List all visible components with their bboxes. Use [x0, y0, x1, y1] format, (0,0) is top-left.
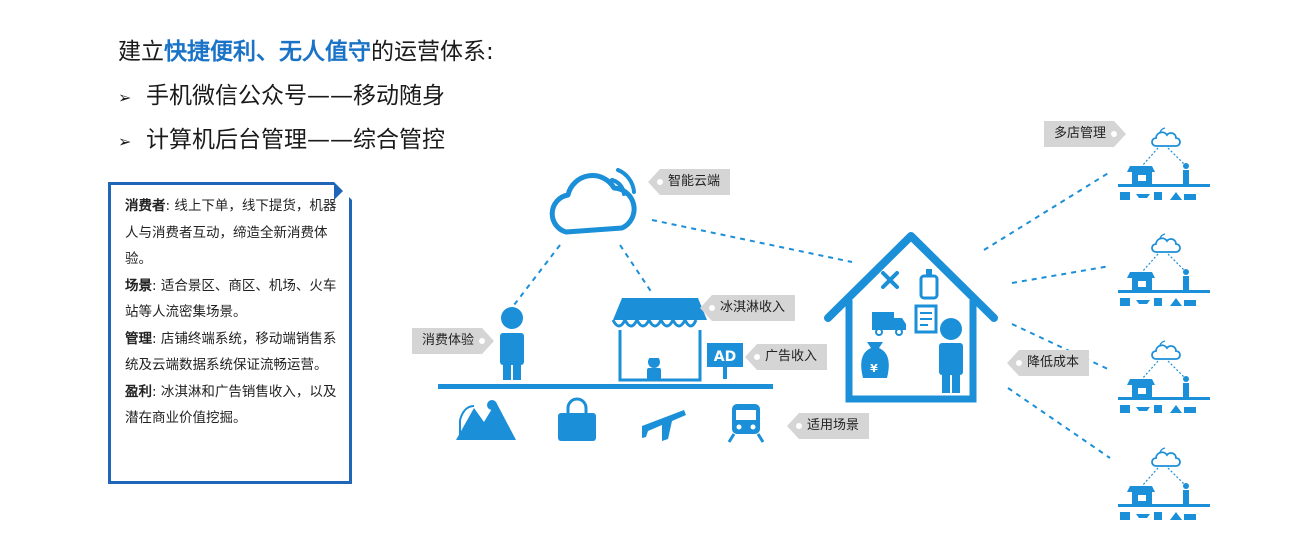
bullet-backend: ➢ 计算机后台管理——综合管控	[118, 120, 445, 154]
consumer-person-icon	[500, 307, 524, 380]
ad-sign-text: AD	[714, 349, 736, 365]
train-icon	[727, 404, 765, 443]
scenic-mountain-icon	[456, 400, 516, 440]
headline-highlight: 快捷便利、无人值守	[164, 39, 371, 65]
dashed-connector	[619, 244, 653, 294]
arrow-bullet-icon: ➢	[118, 132, 132, 151]
airplane-icon	[642, 410, 686, 441]
dashed-connector	[1007, 387, 1111, 459]
tag-cloud: 智能云端	[648, 169, 731, 195]
bullet-text: 计算机后台管理——综合管控	[146, 127, 445, 153]
bullet-wechat: ➢ 手机微信公众号——移动随身	[118, 76, 445, 110]
card-item-profit: 盈利: 冰淇淋和广告销售收入，以及潜在商业价值挖掘。	[125, 383, 337, 427]
description-card: 消费者: 线上下单，线下提货，机器人与消费者互动，缔造全新消费体验。 场景: 适…	[108, 182, 352, 484]
cloud-icon	[549, 168, 637, 235]
svg-text:¥: ¥	[870, 362, 878, 375]
branch-store-icon	[1117, 340, 1211, 414]
tag-consumer-experience: 消费体验	[412, 328, 494, 354]
card-item-consumer: 消费者: 线上下单，线下提货，机器人与消费者互动，缔造全新消费体验。	[125, 198, 337, 267]
tag-icecream-revenue: 冰淇淋收入	[700, 295, 796, 321]
headline: 建立快捷便利、无人值守的运营体系:	[118, 32, 494, 66]
tag-scenarios: 适用场景	[787, 413, 870, 439]
dashed-connector	[983, 171, 1111, 251]
ad-billboard-icon: AD	[707, 343, 743, 379]
card-item-scene: 场景: 适合景区、商区、机场、火车站等人流密集场景。	[125, 277, 337, 321]
shop-kiosk-icon	[611, 298, 707, 382]
headquarters-house-icon: ¥	[824, 232, 998, 403]
arrow-bullet-icon: ➢	[118, 88, 132, 107]
branch-store-icon	[1117, 233, 1211, 307]
ground-line	[438, 384, 773, 389]
branch-store-icon	[1117, 127, 1211, 201]
dashed-connector	[1011, 265, 1111, 284]
tag-multi-store: 多店管理	[1044, 121, 1126, 147]
branch-store-icon	[1117, 447, 1211, 521]
headline-suffix: 的运营体系:	[371, 39, 494, 65]
tag-cost-reduction: 降低成本	[1007, 350, 1090, 376]
card-item-management: 管理: 店铺终端系统，移动端销售系统及云端数据系统保证流畅运营。	[125, 330, 337, 374]
card-text: 消费者: 线上下单，线下提货，机器人与消费者互动，缔造全新消费体验。 场景: 适…	[125, 193, 343, 432]
dashed-connector	[513, 244, 561, 306]
shopping-bag-icon	[558, 397, 596, 441]
bullet-text: 手机微信公众号——移动随身	[146, 83, 445, 109]
headline-prefix: 建立	[118, 39, 164, 65]
dashed-connector	[1011, 323, 1111, 371]
tag-ad-revenue: 广告收入	[745, 344, 828, 370]
dashed-connector	[651, 219, 853, 263]
